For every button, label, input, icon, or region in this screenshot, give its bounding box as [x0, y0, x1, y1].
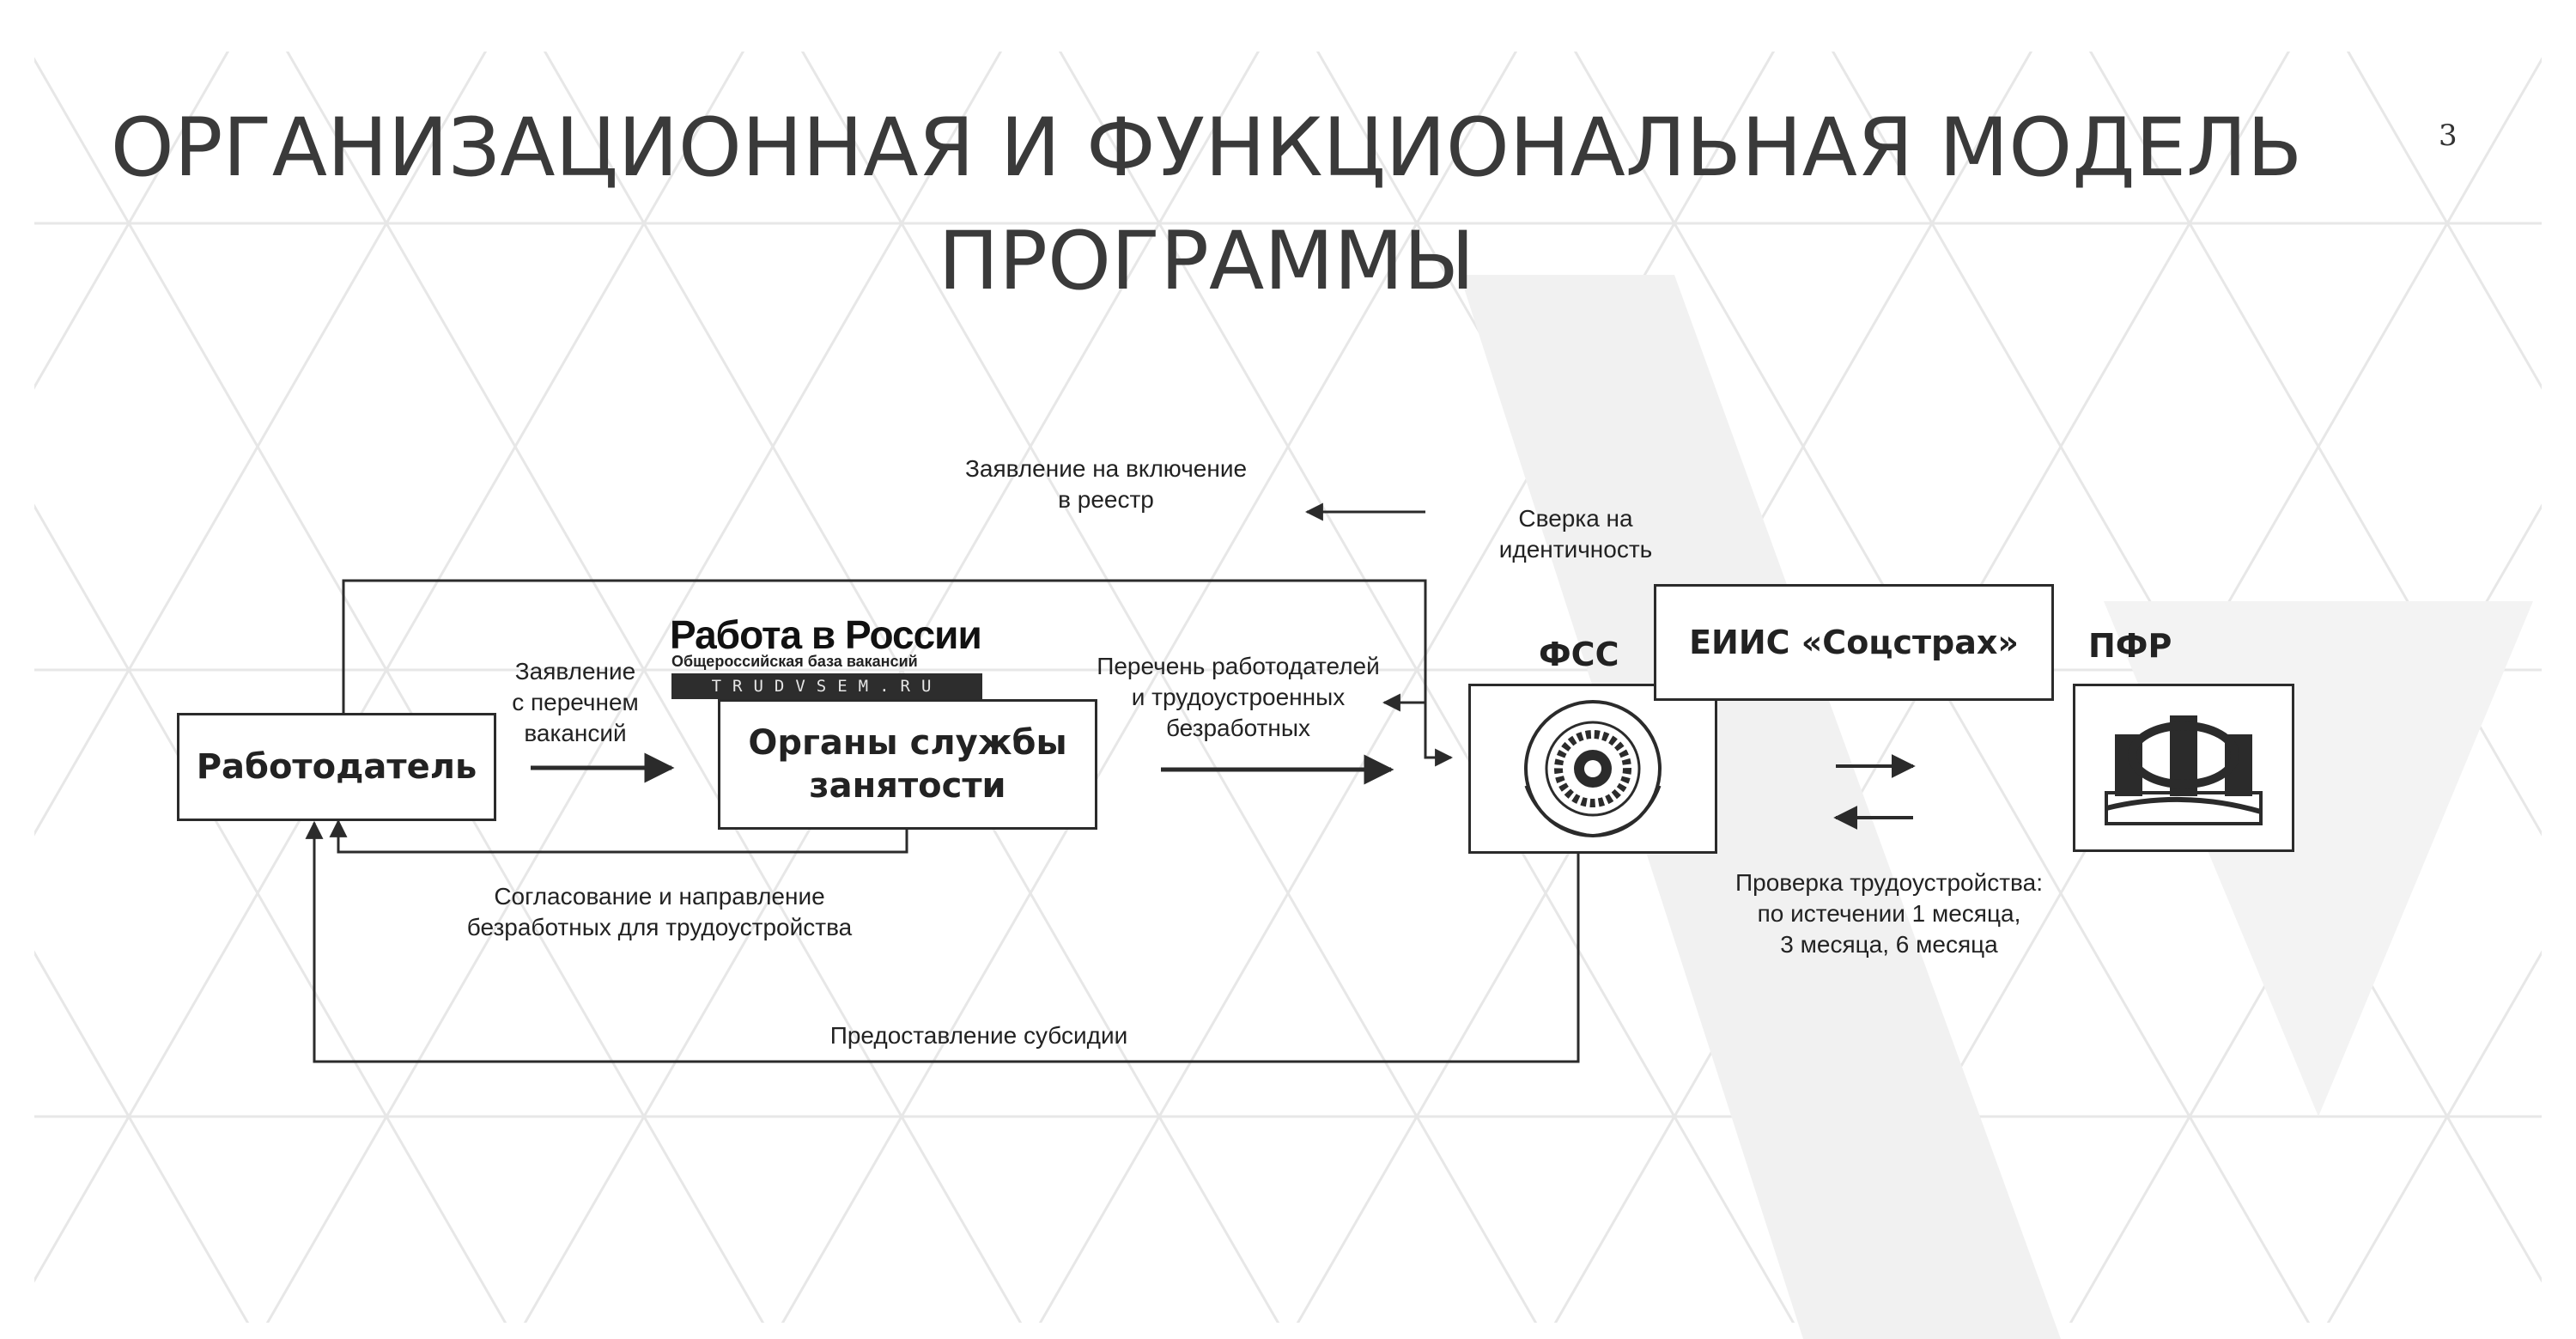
fss-box [1468, 684, 1717, 854]
fss-emblem-icon [1524, 700, 1662, 837]
identity-check-label: Сверка на идентичность [1498, 505, 1653, 563]
employer-label: Работодатель [196, 747, 477, 787]
employment-service-box: Органы службы занятости [718, 699, 1097, 830]
coordination-label: Согласование и направление безработных д… [466, 883, 853, 940]
employer-box: Работодатель [177, 713, 496, 821]
trudvsem-logo-title: Работа в России [670, 612, 982, 657]
list-transfer-label: Перечень работодателей и трудоустроенных… [1097, 653, 1380, 741]
pfr-emblem-icon [2105, 715, 2263, 825]
registry-application-label: Заявление на включение в реестр [964, 455, 1248, 513]
subsidy-line [305, 820, 1580, 1063]
slide-title-line2: ПРОГРАММЫ [938, 215, 1475, 308]
eiis-label: ЕИИС «Соцстрах» [1689, 624, 2019, 661]
employment-check-label: Проверка трудоустройства: по истечении 1… [1735, 869, 2043, 958]
fss-header: ФСС [1539, 636, 1619, 673]
vacancy-application-label: Заявление с перечнем вакансий [512, 658, 639, 746]
page-number: 3 [2439, 119, 2458, 153]
pfr-header: ПФР [2088, 627, 2172, 665]
pfr-box [2073, 684, 2294, 852]
slide-title-line1: ОРГАНИЗАЦИОННАЯ И ФУНКЦИОНАЛЬНАЯ МОДЕЛЬ [110, 101, 2303, 195]
employment-service-label-line1: Органы службы [748, 723, 1067, 763]
coordination-return-line [329, 819, 908, 854]
employment-service-label-line2: занятости [809, 766, 1006, 806]
registry-loop-line [342, 579, 1454, 767]
trudvsem-logo-url: TRUDVSEM.RU [671, 673, 982, 699]
eiis-box: ЕИИС «Соцстрах» [1654, 584, 2054, 701]
subsidy-label: Предоставление субсидии [829, 1022, 1128, 1049]
trudvsem-logo-subtitle: Общероссийская база вакансий [671, 653, 918, 670]
